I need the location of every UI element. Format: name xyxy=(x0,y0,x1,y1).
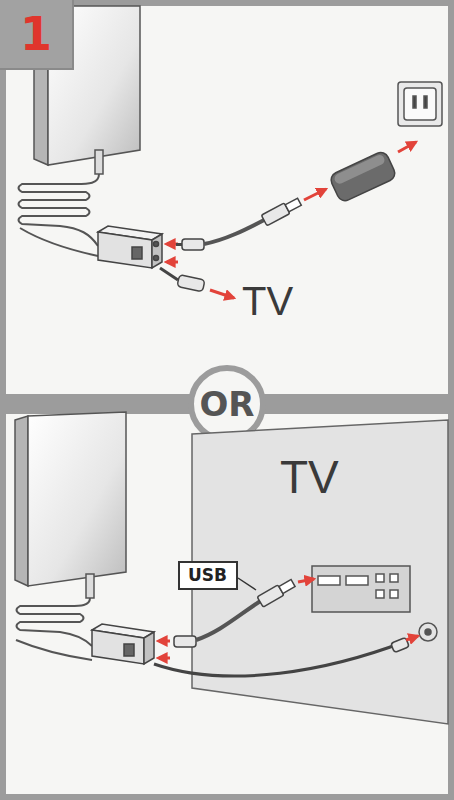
usb-callout: USB xyxy=(178,561,238,590)
step-number-text: 1 xyxy=(20,11,52,57)
antenna xyxy=(15,412,126,598)
step-number: 1 xyxy=(0,0,74,70)
usb-callout-text: USB xyxy=(188,566,228,585)
antenna-cable xyxy=(16,598,92,660)
amplifier-box xyxy=(92,624,154,664)
wall-outlet xyxy=(398,82,442,126)
antenna-cable xyxy=(19,174,100,256)
or-circle-text: OR xyxy=(199,387,254,421)
leader-line xyxy=(238,578,256,590)
coax-cable xyxy=(154,636,418,676)
bottom-panel xyxy=(6,414,448,794)
power-cable xyxy=(166,142,416,250)
coax-cable xyxy=(160,262,234,298)
usb-cable xyxy=(158,578,314,647)
tv-label: TV xyxy=(242,281,293,321)
amplifier-box xyxy=(98,226,162,268)
tv-body-text: TV xyxy=(280,454,339,500)
tv-ports xyxy=(312,566,437,641)
